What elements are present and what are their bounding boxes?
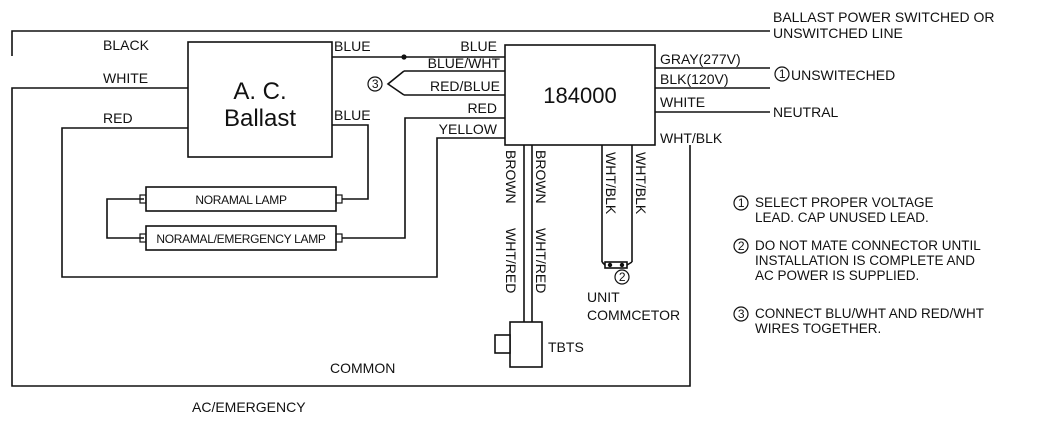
gray-label: GRAY(277V) [660, 51, 741, 67]
marker-3-circle [367, 76, 383, 92]
black-wire [11, 30, 770, 56]
red-wire [61, 127, 505, 278]
wht-blk-label: WHT/BLK [660, 130, 723, 146]
wht-red-label-1: WHT/RED [503, 228, 519, 293]
blue-wht-label: BLUE/WHT [428, 55, 501, 71]
connector-wire-right [626, 261, 633, 266]
note-1-line-2: LEAD. CAP UNUSED LEAD. [755, 210, 929, 225]
note-2-line-1: DO NOT MATE CONNECTOR UNTIL [755, 238, 981, 253]
ac-ballast-box [187, 41, 333, 158]
note-1-line-1: SELECT PROPER VOLTAGE [755, 195, 934, 210]
normal-lamp-pin-right [335, 194, 343, 204]
tbts-button [494, 334, 511, 354]
power-line-label-1: BALLAST POWER SWITCHED OR [773, 9, 994, 25]
unit-connector-body [604, 261, 628, 269]
note-1-marker: 1 [738, 196, 745, 210]
lamp-bus-wire [106, 198, 144, 239]
tbts-body [509, 321, 543, 368]
black-label: BLACK [103, 37, 150, 53]
connector-pin-right [619, 262, 625, 268]
white-wire [11, 87, 691, 387]
blue-ballast-top-label: BLUE [334, 38, 371, 54]
note-2-marker-circle [733, 238, 749, 254]
ballast-label-2: Ballast [224, 105, 296, 132]
wht-blk-label-1: WHT/BLK [603, 152, 619, 215]
brown-label-1: BROWN [503, 150, 519, 204]
tbts-label: TBTS [548, 339, 584, 355]
marker-1-top: 1 [779, 67, 786, 81]
unit-label: UNIT [587, 289, 620, 305]
blk-label: BLK(120V) [660, 71, 728, 87]
brown-label-2: BROWN [533, 150, 549, 204]
red-module-wire [342, 117, 505, 239]
blue-ballast-lamp-wire [332, 124, 369, 200]
emergency-lamp-label: NORAMAL/EMERGENCY LAMP [156, 232, 326, 246]
wht-blk-label-2: WHT/BLK [633, 152, 649, 215]
note-2-marker: 2 [738, 239, 745, 253]
white-label: WHITE [103, 70, 148, 86]
red-label: RED [103, 110, 133, 126]
note-2-line-2: INSTALLATION IS COMPLETE AND [755, 253, 975, 268]
note-3-marker: 3 [738, 307, 745, 321]
note-3-line-2: WIRES TOGETHER. [755, 321, 881, 336]
common-label: COMMON [330, 360, 395, 376]
note-3-marker-circle [733, 306, 749, 322]
power-line-label-2: UNSWITCHED LINE [773, 25, 903, 41]
note-1: 1 SELECT PROPER VOLTAGE LEAD. CAP UNUSED… [733, 195, 934, 225]
normal-lamp-label: NORAMAL LAMP [195, 193, 287, 207]
white-module-label: WHITE [660, 94, 705, 110]
note-1-marker-circle [733, 195, 749, 211]
module-box [504, 44, 656, 146]
marker-3: 3 [372, 77, 379, 91]
module-label: 184000 [543, 83, 616, 108]
ballast-label-1: A. C. [233, 78, 286, 105]
normal-lamp-box [145, 186, 337, 212]
connector-pin-left [607, 262, 613, 268]
note-3-line-1: CONNECT BLU/WHT AND RED/WHT [755, 306, 984, 321]
ac-emergency-label: AC/EMERGENCY [192, 399, 306, 415]
note-2-line-3: AC POWER IS SUPPLIED. [755, 268, 919, 283]
marker-1-circle-top [774, 66, 790, 82]
join-wire [386, 70, 405, 96]
red-blue-label: RED/BLUE [430, 78, 500, 94]
unswitched-label: UNSWITECHED [791, 67, 895, 83]
marker-2: 2 [619, 270, 626, 284]
red-module-label: RED [467, 100, 497, 116]
emergency-lamp-box [145, 225, 337, 251]
yellow-label: YELLOW [439, 121, 498, 137]
blue-junction-dot [401, 54, 407, 60]
neutral-label: NEUTRAL [773, 104, 839, 120]
note-2: 2 DO NOT MATE CONNECTOR UNTIL INSTALLATI… [733, 238, 981, 283]
blue-label: BLUE [460, 38, 497, 54]
blue-ballast-right-label: BLUE [334, 107, 371, 123]
commcetor-label: COMMCETOR [587, 307, 680, 323]
wht-red-label-2: WHT/RED [533, 228, 549, 293]
emergency-lamp-pin-right [335, 233, 343, 243]
note-3: 3 CONNECT BLU/WHT AND RED/WHT WIRES TOGE… [733, 306, 984, 336]
marker-2-circle [614, 269, 630, 285]
